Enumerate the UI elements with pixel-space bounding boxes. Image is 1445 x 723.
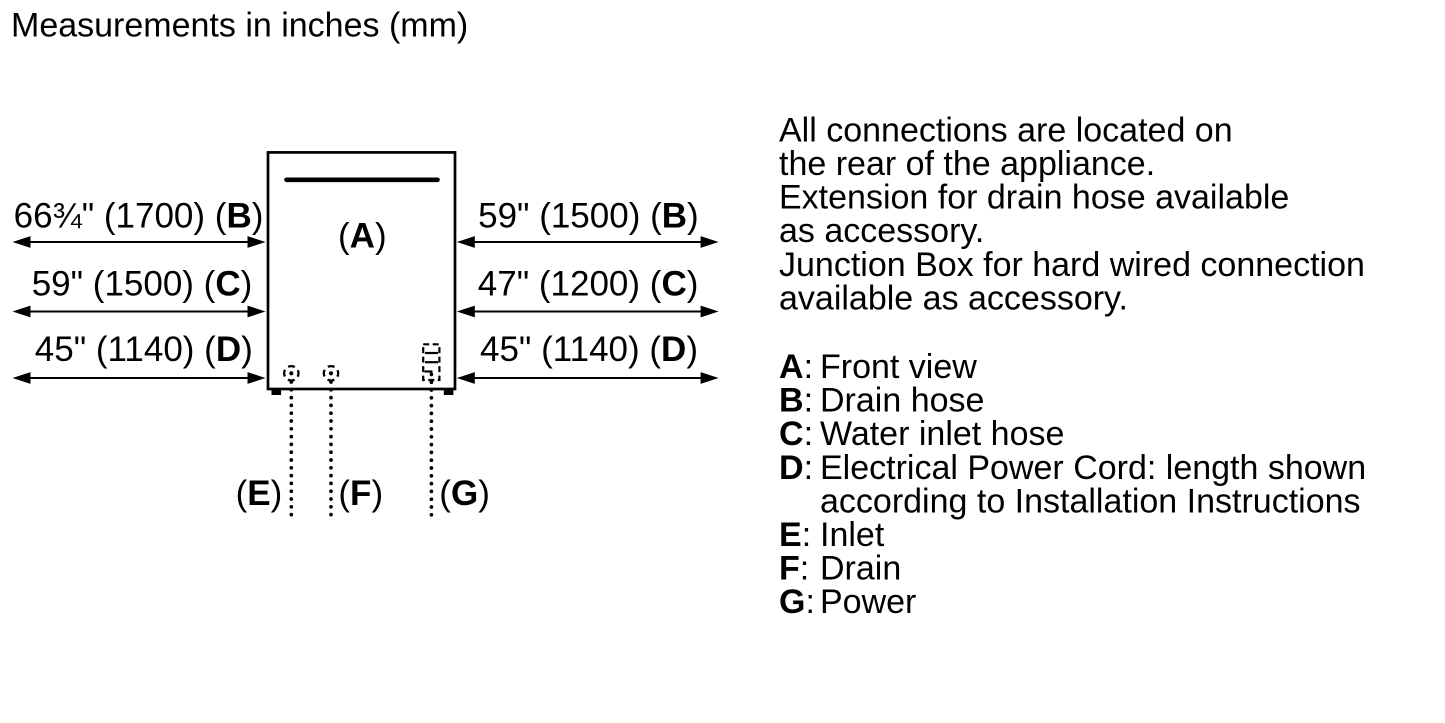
svg-text:59" (1500) (C): 59" (1500) (C) (32, 265, 253, 304)
svg-text:Junction Box for hard wired co: Junction Box for hard wired connection (779, 246, 1365, 284)
svg-text:D: Electrical Power Cord: leng: D: Electrical Power Cord: length shown (779, 449, 1366, 487)
svg-text:(G): (G) (439, 474, 490, 513)
svg-text:45" (1140) (D): 45" (1140) (D) (480, 330, 698, 369)
svg-text:66¾" (1700) (B): 66¾" (1700) (B) (14, 196, 264, 235)
svg-text:(E): (E) (236, 474, 283, 513)
svg-text:(F): (F) (338, 474, 383, 513)
svg-text:(A): (A) (338, 216, 387, 255)
svg-text:as accessory.: as accessory. (779, 212, 984, 250)
svg-text:All connections are located on: All connections are located on (779, 111, 1233, 149)
svg-text:according to Installation Inst: according to Installation Instructions (820, 482, 1361, 520)
svg-text:C: Water inlet hose: C: Water inlet hose (779, 415, 1064, 453)
svg-text:Extension for drain hose avail: Extension for drain hose available (779, 179, 1289, 217)
svg-text:F: Drain: F: Drain (779, 550, 901, 588)
svg-text:59" (1500) (B): 59" (1500) (B) (478, 196, 699, 235)
svg-text:Measurements in inches (mm): Measurements in inches (mm) (11, 6, 468, 44)
svg-text:45" (1140) (D): 45" (1140) (D) (35, 330, 253, 369)
svg-text:A: Front view: A: Front view (779, 348, 977, 386)
svg-text:available as accessory.: available as accessory. (779, 279, 1128, 317)
svg-text:47" (1200) (C): 47" (1200) (C) (478, 265, 699, 304)
svg-text:E: Inlet: E: Inlet (779, 516, 885, 554)
svg-text:the rear of the appliance.: the rear of the appliance. (779, 145, 1155, 183)
svg-text:B: Drain hose: B: Drain hose (779, 382, 984, 420)
svg-text:G: Power: G: Power (779, 583, 916, 621)
